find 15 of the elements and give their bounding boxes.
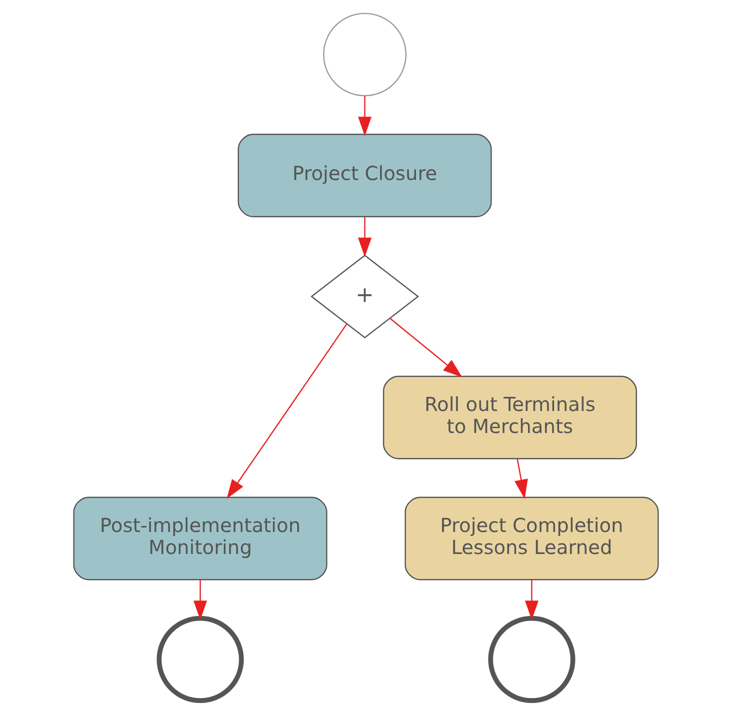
node-diamond: + [310,254,418,338]
node-box: Roll out Terminals to Merchants [382,376,636,460]
arrow [524,580,538,620]
arrow [226,323,347,499]
arrow [358,216,372,258]
node-box: Project Closure [237,134,492,218]
arrow [514,458,528,499]
node-circle [488,616,575,703]
node-circle [322,12,406,96]
node-box: Post-implementation Monitoring [72,496,327,580]
node-box: Project Completion Lessons Learned [404,496,658,580]
arrow [389,318,462,378]
arrow [358,96,372,136]
node-circle [156,616,244,703]
arrow [192,580,207,620]
